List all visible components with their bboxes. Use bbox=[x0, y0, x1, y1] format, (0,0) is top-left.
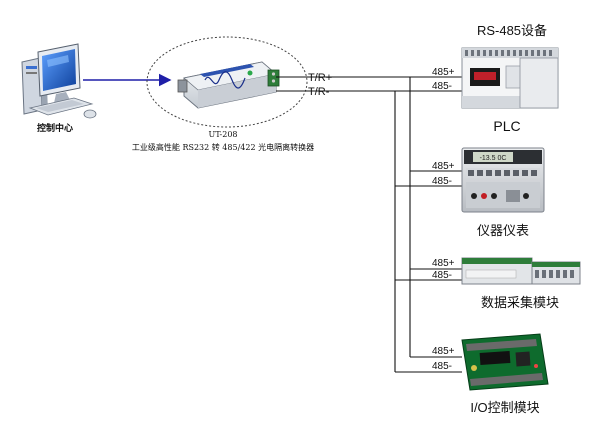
io-module-label: I/O控制模块 bbox=[470, 400, 539, 415]
meter-label: 仪器仪表 bbox=[477, 223, 529, 238]
converter-device bbox=[177, 61, 280, 109]
io-bus-neg-label: 485- bbox=[432, 361, 452, 372]
daq-label: 数据采集模块 bbox=[481, 295, 559, 310]
computer-icon bbox=[21, 43, 97, 119]
converter-pin-neg: T/R- bbox=[308, 86, 330, 98]
converter-description: 工业级高性能 RS232 转 485/422 光电隔离转换器 bbox=[132, 142, 314, 152]
daq-device-image bbox=[461, 257, 581, 285]
computer-label: 控制中心 bbox=[37, 122, 73, 133]
plc-device-image bbox=[461, 47, 559, 109]
daq-bus-neg-label: 485- bbox=[432, 270, 452, 281]
converter-pin-pos: T/R+ bbox=[308, 72, 332, 84]
meter-bus-neg-label: 485- bbox=[432, 176, 452, 187]
devices-title: RS-485设备 bbox=[477, 23, 547, 38]
converter-highlight-ellipse bbox=[146, 36, 308, 128]
io-module-device-image bbox=[461, 333, 549, 391]
meter-display-readout: -13.5 0C bbox=[480, 155, 507, 162]
rs485-bus-wiring bbox=[276, 76, 462, 373]
meter-bus-pos-label: 485+ bbox=[432, 161, 455, 172]
meter-device-image: -13.5 0C bbox=[461, 147, 545, 213]
plc-bus-neg-label: 485- bbox=[432, 81, 452, 92]
converter-model: UT-208 bbox=[208, 130, 237, 139]
daq-bus-pos-label: 485+ bbox=[432, 258, 455, 269]
plc-bus-pos-label: 485+ bbox=[432, 67, 455, 78]
plc-label: PLC bbox=[493, 118, 520, 134]
io-bus-pos-label: 485+ bbox=[432, 346, 455, 357]
